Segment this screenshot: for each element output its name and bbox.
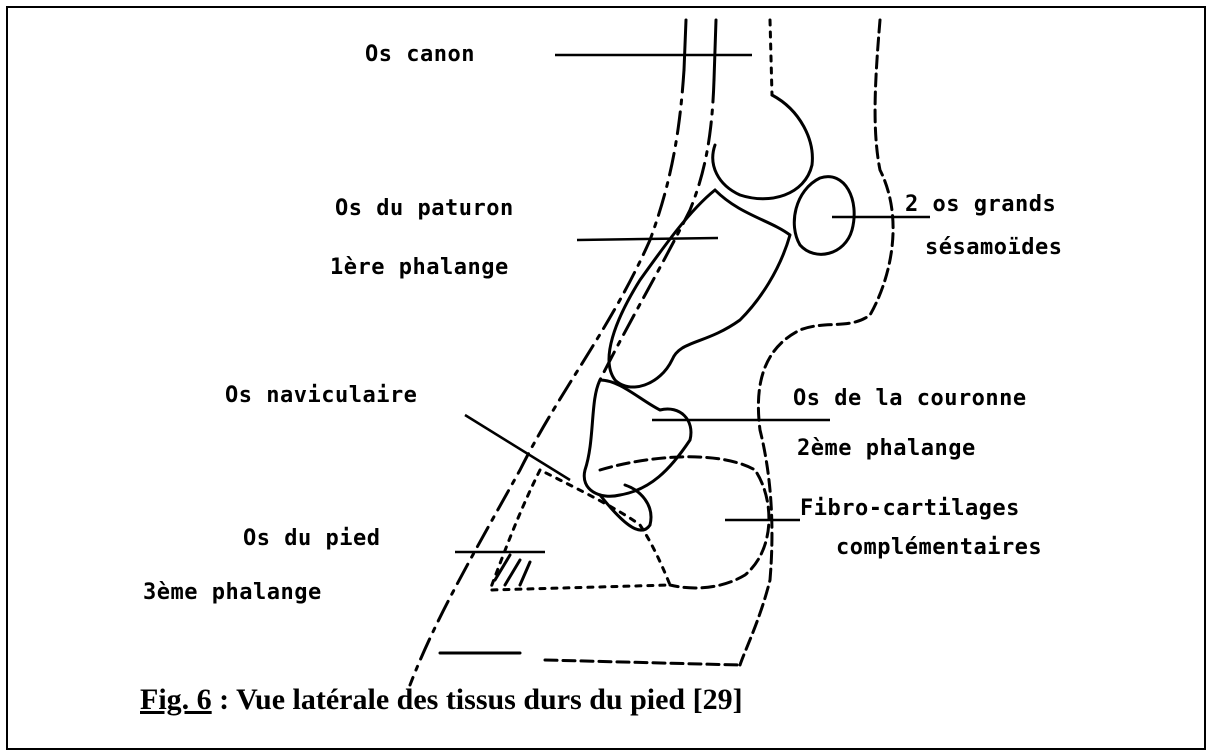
label-phalange-3: 3ème phalange	[143, 580, 322, 605]
canon-line-left	[684, 20, 686, 70]
label-complementaires: complémentaires	[836, 535, 1042, 560]
label-phalange-1: 1ère phalange	[330, 255, 509, 280]
sole-line-2	[545, 660, 740, 665]
sesamoid-bone	[794, 177, 854, 255]
canon-line-right	[714, 20, 716, 80]
navicular-bone	[600, 485, 651, 530]
label-os-canon: Os canon	[365, 42, 475, 67]
palmar-contour	[740, 20, 893, 665]
label-grands-sesamoides-2: sésamoïdes	[925, 235, 1062, 260]
second-phalanx	[584, 380, 691, 496]
first-phalanx	[609, 190, 790, 387]
label-os-pied: Os du pied	[243, 526, 380, 551]
figure-caption-text: : Vue latérale des tissus durs du pied […	[212, 683, 743, 716]
inner-dorsal	[600, 80, 714, 380]
label-os-naviculaire: Os naviculaire	[225, 383, 417, 408]
figure-caption: Fig. 6 : Vue latérale des tissus durs du…	[140, 683, 743, 717]
canon-line-dotted	[770, 20, 772, 95]
label-os-paturon: Os du paturon	[335, 196, 514, 221]
canon-condyle	[713, 95, 813, 199]
label-os-couronne: Os de la couronne	[793, 386, 1027, 411]
label-grands-sesamoides-1: 2 os grands	[905, 192, 1056, 217]
pointer-naviculaire	[465, 415, 570, 480]
figure-number: Fig. 6	[140, 683, 212, 716]
label-fibro-cartilages: Fibro-cartilages	[800, 496, 1020, 521]
pointer-paturon	[577, 238, 718, 240]
dorsal-contour	[410, 70, 684, 685]
label-phalange-2: 2ème phalange	[797, 436, 976, 461]
